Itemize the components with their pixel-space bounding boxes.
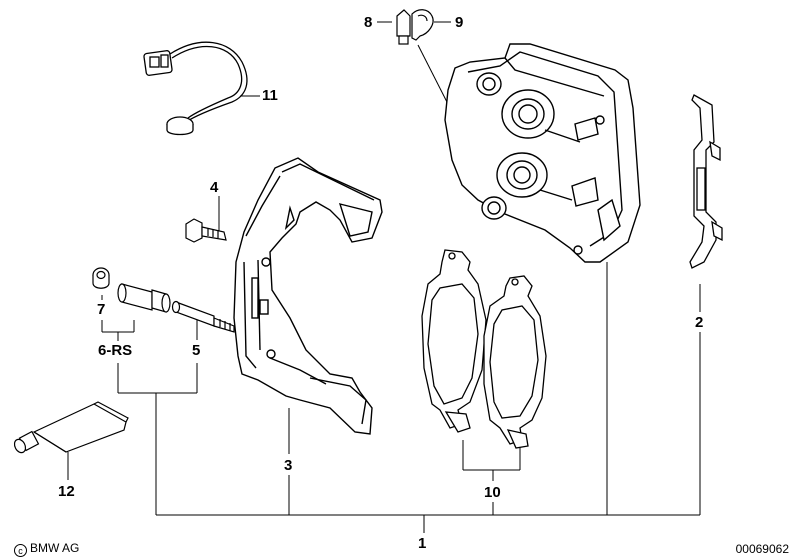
bleeder-screw bbox=[396, 9, 434, 45]
callout-part-2[interactable]: 2 bbox=[695, 314, 704, 331]
guide-pin-set bbox=[92, 267, 235, 333]
callout-part-3[interactable]: 3 bbox=[284, 457, 293, 474]
copyright-text: BMW AG bbox=[30, 541, 80, 555]
callout-part-6-rs[interactable]: 6-RS bbox=[98, 342, 133, 359]
callout-part-7[interactable]: 7 bbox=[97, 301, 106, 318]
callout-part-4[interactable]: 4 bbox=[210, 179, 219, 196]
wear-sensor-cable bbox=[143, 41, 248, 136]
brake-pads bbox=[421, 249, 547, 449]
caliper-carrier bbox=[233, 157, 383, 435]
callout-part-8[interactable]: 8 bbox=[364, 14, 373, 31]
carrier-bolt bbox=[185, 218, 227, 243]
grease-tube bbox=[13, 401, 129, 454]
callout-part-1[interactable]: 1 bbox=[418, 535, 427, 552]
callout-part-5[interactable]: 5 bbox=[192, 342, 201, 359]
document-number: 00069062 bbox=[735, 542, 789, 556]
callout-part-11[interactable]: 11 bbox=[262, 87, 278, 104]
callout-part-10[interactable]: 10 bbox=[484, 484, 501, 501]
brake-caliper bbox=[444, 43, 641, 263]
callout-part-9[interactable]: 9 bbox=[455, 14, 464, 31]
spring-clip bbox=[689, 94, 723, 269]
copyright-icon: c bbox=[14, 544, 27, 557]
callout-part-12[interactable]: 12 bbox=[58, 483, 75, 500]
leader-lines bbox=[67, 21, 701, 533]
